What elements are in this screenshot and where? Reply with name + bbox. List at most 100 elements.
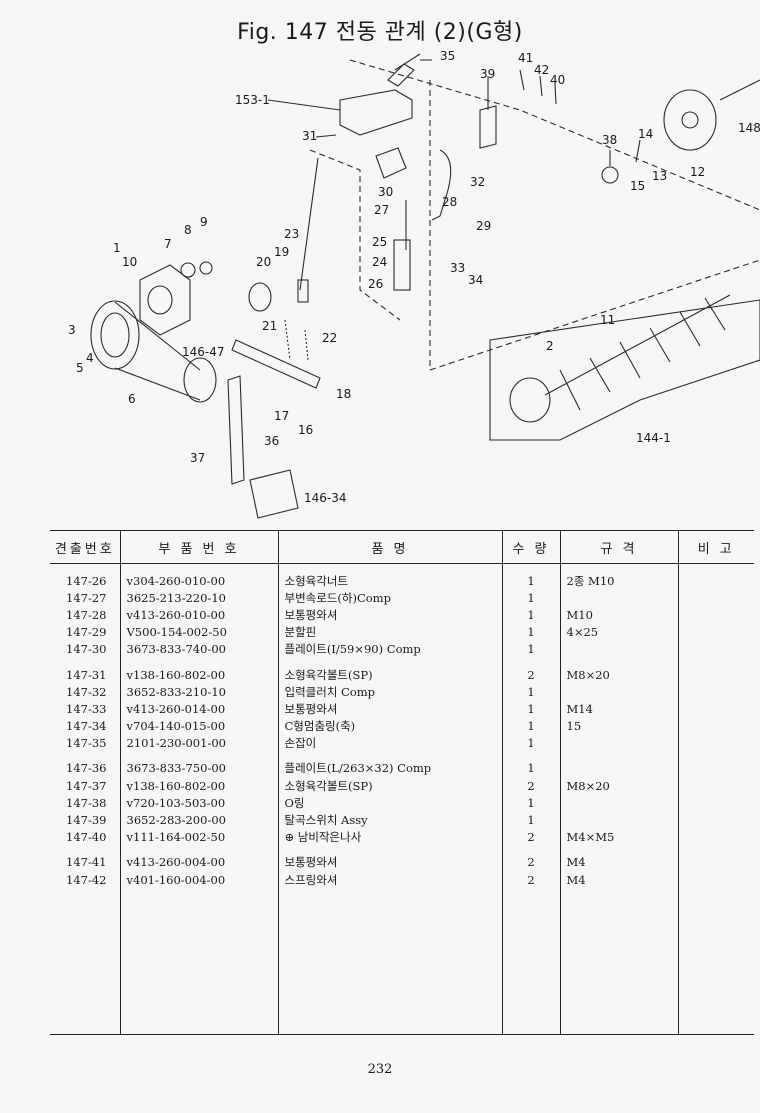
callout-label: 31 <box>302 129 317 143</box>
cell-part-no: v138-160-802-00 <box>119 777 278 795</box>
cell-quantity: 2 <box>501 828 560 846</box>
callout-label: 148 <box>738 121 760 135</box>
callout-label: 10 <box>122 255 137 269</box>
cell-quantity: 1 <box>501 734 560 752</box>
gap-cell <box>50 846 120 854</box>
callout-label: 41 <box>518 51 533 65</box>
cell-spec: M4 <box>559 853 678 871</box>
gap-cell <box>559 657 678 666</box>
cell-index-no: 147-26 <box>66 573 107 588</box>
callout-label: 9 <box>200 215 208 229</box>
callout-label: 27 <box>374 203 389 217</box>
gap-cell <box>119 657 278 666</box>
cell-remark <box>677 683 754 701</box>
cell-remark <box>677 606 754 624</box>
callout-label: 12 <box>690 165 705 179</box>
cell-part-name: 탈곡스위치 Assy <box>277 811 502 829</box>
figure-title: Fig. 147 전동 관계 (2)(G형) <box>237 20 523 45</box>
header-index-no: 견출번호 <box>50 530 120 564</box>
cell-index-no: 147-32 <box>66 684 107 699</box>
callout-label: 37 <box>190 451 205 465</box>
cell-spec <box>559 759 678 778</box>
cell-part-no: v413-260-010-00 <box>119 606 278 624</box>
callout-label: 5 <box>76 361 84 375</box>
callout-label: 24 <box>372 255 387 269</box>
cell-quantity: 1 <box>501 794 560 812</box>
cell-spec <box>559 589 678 607</box>
cell-spec: 4×25 <box>559 623 678 641</box>
cell-quantity: 2 <box>501 777 560 795</box>
callout-label: 15 <box>630 179 645 193</box>
cell-remark <box>677 640 754 658</box>
cell-spec: M8×20 <box>559 665 678 684</box>
cell-part-name: C형멈춤링(축) <box>277 717 502 735</box>
gap-cell <box>501 751 560 760</box>
cell-index-no: 147-35 <box>66 736 107 751</box>
cell-part-name: 손잡이 <box>277 734 502 752</box>
cell-index-no: 147-28 <box>66 607 107 622</box>
callout-label: 29 <box>476 219 491 233</box>
callout-label: 28 <box>442 195 457 209</box>
callout-label: 20 <box>256 255 271 269</box>
cell-index-no: 147-33 <box>66 701 107 716</box>
callout-label: 17 <box>274 409 289 423</box>
cell-remark <box>677 828 754 846</box>
gap-cell <box>677 845 754 854</box>
callout-label: 26 <box>368 277 383 291</box>
cell-spec <box>559 683 678 701</box>
table-header-row: 견출번호 부 품 번 호 품 명 수 량 규 격 비 고 <box>50 530 754 564</box>
cell-spec: M4 <box>559 871 678 889</box>
cell-index-no: 147-34 <box>66 719 107 734</box>
callout-label: 8 <box>184 223 192 237</box>
cell-quantity: 1 <box>501 589 560 607</box>
callout-label: 13 <box>652 169 667 183</box>
callout-label: 42 <box>534 63 549 77</box>
gap-cell <box>277 657 502 666</box>
callout-label: 19 <box>274 245 289 259</box>
cell-index-no: 147-41 <box>66 855 107 870</box>
callout-label: 6 <box>128 392 136 406</box>
cell-quantity: 1 <box>501 606 560 624</box>
cell-quantity: 2 <box>501 871 560 889</box>
callout-label: 153-1 <box>235 93 270 107</box>
callout-label: 30 <box>378 185 393 199</box>
filler-cell <box>559 888 678 1036</box>
callout-label: 25 <box>372 235 387 249</box>
cell-remark <box>677 589 754 607</box>
cell-part-name: 소형육각볼트(SP) <box>277 777 502 795</box>
header-part-name: 품 명 <box>277 530 502 564</box>
cell-part-name: 플레이트(L/263×32) Comp <box>277 759 502 778</box>
gap-cell <box>119 845 278 854</box>
cell-part-no: v704-140-015-00 <box>119 717 278 735</box>
callout-label: 33 <box>450 261 465 275</box>
cell-spec <box>559 811 678 829</box>
header-spec: 규 격 <box>559 530 678 564</box>
cell-spec <box>559 640 678 658</box>
callout-label: 2 <box>546 339 554 353</box>
cell-remark <box>677 623 754 641</box>
cell-quantity: 1 <box>501 563 560 590</box>
cell-remark <box>677 777 754 795</box>
cell-part-name: ⊕ 남비작은나사 <box>277 828 502 846</box>
row-gap <box>50 751 754 760</box>
cell-index-no: 147-31 <box>66 667 107 682</box>
cell-index-no: 147-36 <box>66 761 107 776</box>
callout-label: 11 <box>600 313 615 327</box>
callout-label: 18 <box>336 387 351 401</box>
cell-remark <box>677 700 754 718</box>
cell-remark <box>677 794 754 812</box>
cell-index-no: 147-39 <box>66 813 107 828</box>
cell-spec: 2종 M10 <box>559 563 678 590</box>
cell-part-no: 3652-283-200-00 <box>119 811 278 829</box>
